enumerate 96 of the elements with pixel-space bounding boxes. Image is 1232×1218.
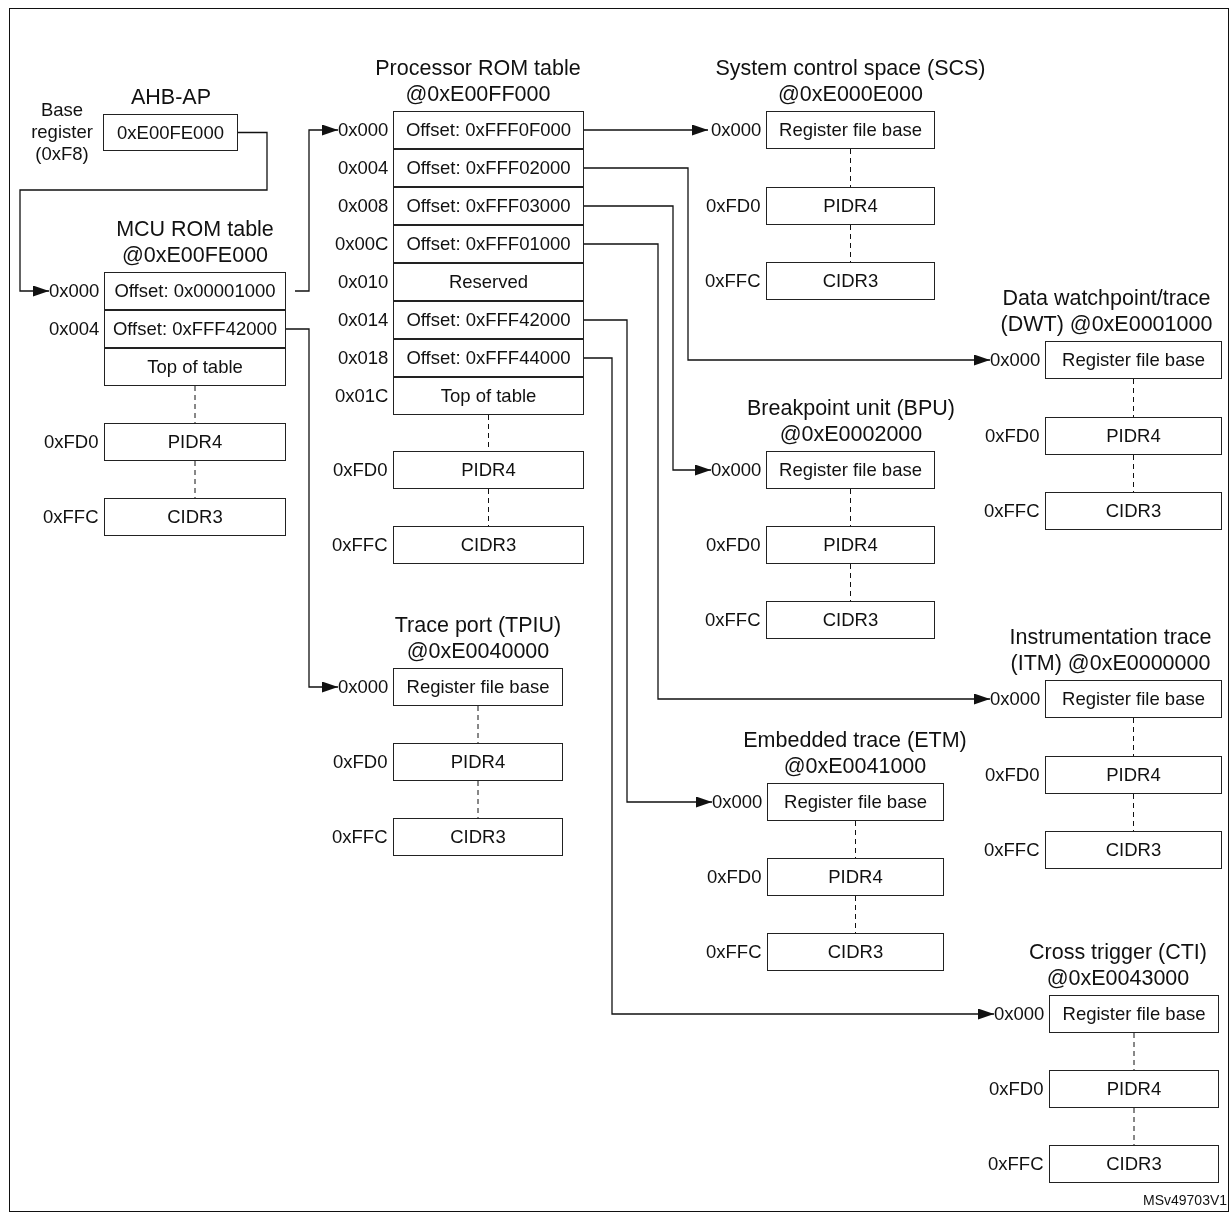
register-box: PIDR4 — [767, 858, 944, 896]
arrow — [583, 243, 991, 705]
offset-label: 0x000 — [712, 791, 763, 814]
register-box: CIDR3 — [1049, 1145, 1219, 1183]
offset-label: 0xFD0 — [333, 751, 388, 774]
register-box: PIDR4 — [104, 423, 286, 461]
offset-label: 0x000 — [338, 676, 389, 699]
register-box: Register file base — [1045, 341, 1222, 379]
table-row: Top of table — [104, 348, 286, 386]
table-row: Reserved — [393, 263, 584, 301]
block-title: MCU ROM table @0xE00FE000 — [115, 217, 275, 269]
offset-label: 0xFD0 — [333, 459, 388, 482]
table-row: Offset: 0xFFF0F000 — [393, 111, 584, 149]
register-box: PIDR4 — [766, 526, 935, 564]
block-title: Cross trigger (CTI) @0xE0043000 — [1028, 940, 1208, 992]
register-box: CIDR3 — [104, 498, 286, 536]
block-title: Instrumentation trace (ITM) @0xE0000000 — [1008, 625, 1213, 677]
register-box: CIDR3 — [766, 601, 935, 639]
table-row: Offset: 0xFFF01000 — [393, 225, 584, 263]
register-box: PIDR4 — [1045, 417, 1222, 455]
register-box: CIDR3 — [393, 526, 584, 564]
register-box: Register file base — [1045, 680, 1222, 718]
block-title: Trace port (TPIU) @0xE0040000 — [393, 613, 563, 665]
offset-label: 0x000 — [711, 119, 762, 142]
offset-label: 0xFFC — [984, 839, 1040, 862]
table-row: Offset: 0xFFF42000 — [104, 310, 286, 348]
table-row: Top of table — [393, 377, 584, 415]
register-box: CIDR3 — [393, 818, 563, 856]
offset-label: 0x008 — [338, 195, 389, 218]
offset-label: 0x014 — [338, 309, 389, 332]
register-box: Register file base — [766, 111, 935, 149]
offset-label: 0xFFC — [705, 270, 761, 293]
offset-label: 0xFFC — [332, 826, 388, 849]
arrow — [583, 167, 991, 366]
register-box: PIDR4 — [1049, 1070, 1219, 1108]
arrow — [583, 357, 995, 1020]
offset-label: 0x004 — [338, 157, 389, 180]
offset-label: 0xFFC — [706, 941, 762, 964]
table-row: Offset: 0x00001000 — [104, 272, 286, 310]
offset-label: 0xFFC — [332, 534, 388, 557]
register-box: Register file base — [393, 668, 563, 706]
register-box: PIDR4 — [393, 451, 584, 489]
table-row: Offset: 0xFFF42000 — [393, 301, 584, 339]
offset-label: 0xFD0 — [706, 195, 761, 218]
offset-label: 0xFD0 — [985, 764, 1040, 787]
register-label: Base register (0xF8) — [30, 99, 94, 166]
block-title: AHB-AP — [131, 85, 212, 111]
register-box: CIDR3 — [1045, 831, 1222, 869]
figure-id: MSv49703V1 — [1143, 1192, 1228, 1208]
offset-label: 0x00C — [335, 233, 389, 256]
block-title: Processor ROM table @0xE00FF000 — [374, 56, 582, 108]
register-box: PIDR4 — [766, 187, 935, 225]
arrow — [583, 319, 713, 808]
table-row: Offset: 0xFFF03000 — [393, 187, 584, 225]
offset-label: 0x000 — [338, 119, 389, 142]
offset-label: 0x01C — [335, 385, 389, 408]
offset-label: 0x000 — [990, 349, 1041, 372]
offset-label: 0x000 — [49, 280, 100, 303]
arrow — [583, 124, 709, 136]
dashed-line — [1133, 378, 1134, 418]
dashed-line — [1133, 717, 1134, 757]
block-title: Breakpoint unit (BPU) @0xE0002000 — [746, 396, 956, 448]
offset-label: 0xFD0 — [44, 431, 99, 454]
offset-label: 0xFFC — [988, 1153, 1044, 1176]
offset-label: 0xFD0 — [989, 1078, 1044, 1101]
offset-label: 0x000 — [994, 1003, 1045, 1026]
offset-label: 0x018 — [338, 347, 389, 370]
table-row: Offset: 0xFFF44000 — [393, 339, 584, 377]
arrow — [583, 205, 712, 476]
block-title: Embedded trace (ETM) @0xE0041000 — [742, 728, 968, 780]
offset-label: 0x010 — [338, 271, 389, 294]
block-title: System control space (SCS) @0xE000E000 — [714, 56, 987, 108]
offset-label: 0x000 — [711, 459, 762, 482]
arrow — [19, 131, 268, 297]
register-box: PIDR4 — [393, 743, 563, 781]
block-title: Data watchpoint/trace (DWT) @0xE0001000 — [999, 286, 1214, 338]
register-box: Register file base — [767, 783, 944, 821]
offset-label: 0xFFC — [984, 500, 1040, 523]
register-box: CIDR3 — [767, 933, 944, 971]
register-box: PIDR4 — [1045, 756, 1222, 794]
table-row: Offset: 0xFFF02000 — [393, 149, 584, 187]
offset-label: 0x004 — [49, 318, 100, 341]
offset-label: 0xFD0 — [707, 866, 762, 889]
offset-label: 0xFD0 — [706, 534, 761, 557]
register-box: Register file base — [1049, 995, 1219, 1033]
arrow — [294, 124, 339, 292]
offset-label: 0xFFC — [43, 506, 99, 529]
offset-label: 0xFD0 — [985, 425, 1040, 448]
register-box: CIDR3 — [766, 262, 935, 300]
offset-label: 0xFFC — [705, 609, 761, 632]
arrow — [285, 328, 339, 693]
register-box: CIDR3 — [1045, 492, 1222, 530]
register-box: 0xE00FE000 — [103, 114, 238, 151]
dashed-line — [850, 148, 851, 188]
offset-label: 0x000 — [990, 688, 1041, 711]
register-box: Register file base — [766, 451, 935, 489]
